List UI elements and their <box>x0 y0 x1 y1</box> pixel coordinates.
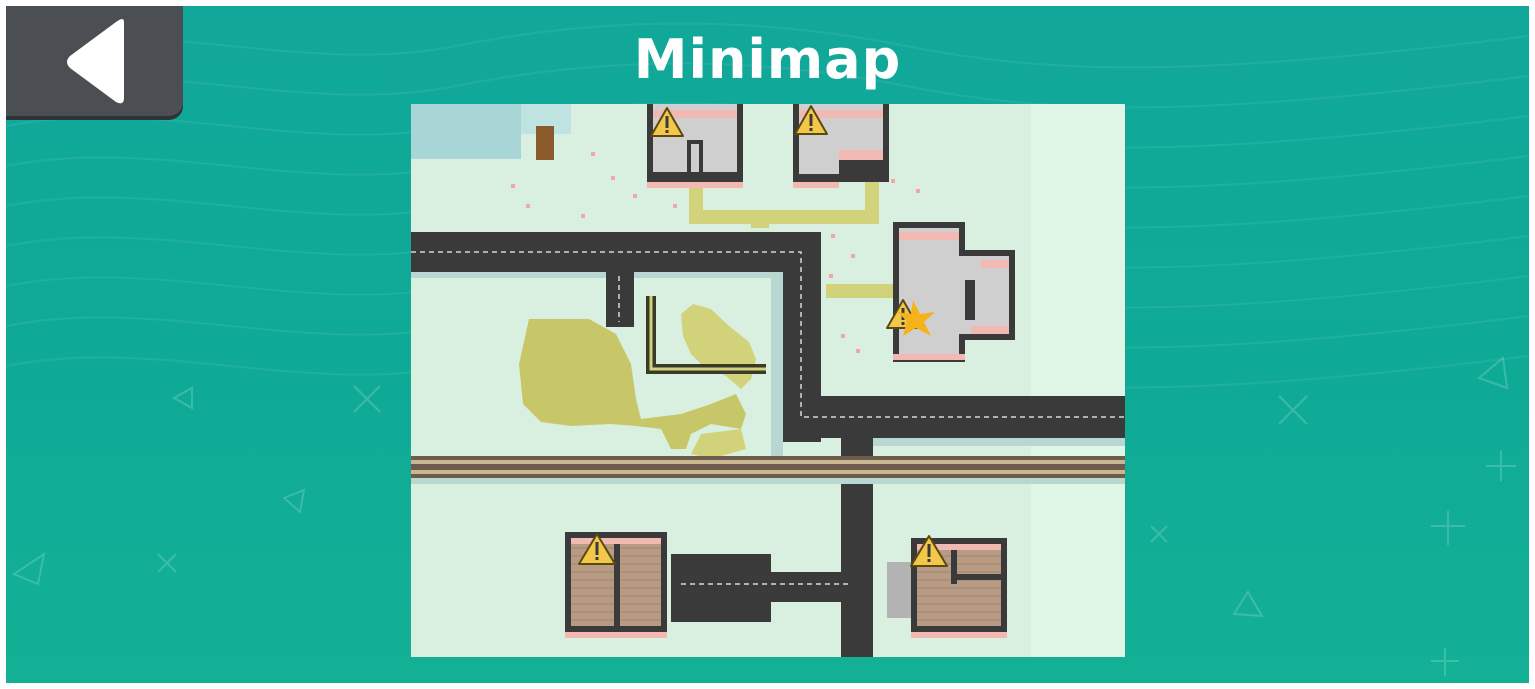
cross-deco <box>1150 525 1168 543</box>
cross-deco <box>157 553 177 573</box>
building-right <box>893 222 1015 362</box>
triangle-deco <box>1232 590 1264 618</box>
plus-deco <box>1486 451 1516 481</box>
triangle-deco <box>11 551 46 586</box>
back-arrow-icon <box>67 19 124 104</box>
cross-deco <box>353 385 381 413</box>
plus-deco <box>1431 648 1459 676</box>
cross-deco <box>1278 395 1308 425</box>
roads <box>411 232 1125 657</box>
triangle-deco <box>282 488 306 514</box>
page-title: Minimap <box>633 28 902 91</box>
minimap[interactable] <box>411 104 1125 657</box>
building-bottom-left <box>565 532 667 638</box>
warning-icon <box>910 535 948 567</box>
triangle-deco <box>171 386 193 410</box>
back-button[interactable] <box>6 6 183 116</box>
water <box>411 104 521 159</box>
pond-yellow <box>519 319 746 449</box>
plus-deco <box>1431 511 1465 545</box>
warning-icon <box>578 533 616 565</box>
warning-icon <box>794 105 828 135</box>
warning-icon <box>650 107 684 137</box>
tree-trunk <box>536 126 554 160</box>
triangle-deco <box>1477 356 1509 390</box>
minimap-screen: Minimap <box>6 6 1529 683</box>
minimap-canvas <box>411 104 1125 657</box>
star-icon <box>897 300 935 336</box>
railway <box>411 456 1125 478</box>
